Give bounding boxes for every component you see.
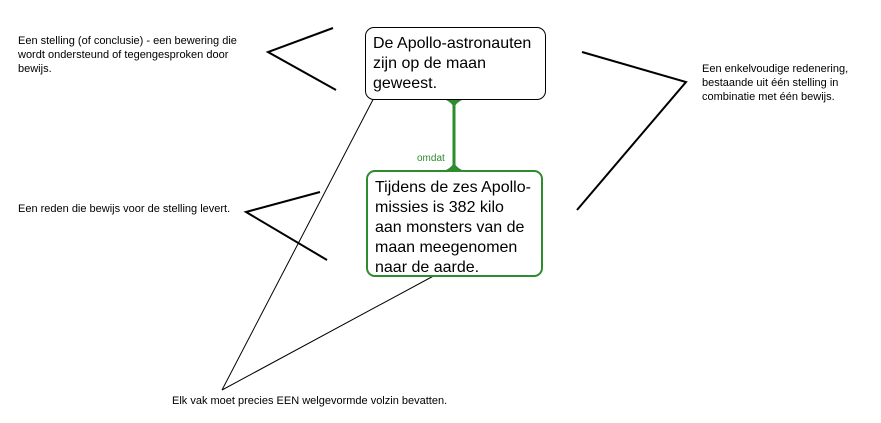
argument-annotation: Een enkelvoudige redenering, bestaande u… bbox=[702, 63, 849, 103]
connector-joint-bottom bbox=[446, 160, 462, 170]
bracket-claim bbox=[265, 27, 337, 91]
bracket-reason bbox=[243, 191, 328, 261]
rule-annotation: Elk vak moet precies EEN welgevormde vol… bbox=[172, 395, 448, 407]
claim-annotation: Een stelling (of conclusie) - een beweri… bbox=[18, 35, 237, 75]
connector-joint-top bbox=[446, 100, 462, 110]
connector-label: omdat bbox=[417, 153, 445, 164]
pointer-line-claim bbox=[221, 89, 379, 391]
bracket-argument bbox=[576, 51, 688, 211]
pointer-line-reason bbox=[221, 265, 453, 391]
reason-box[interactable]: Tijdens de zes Apollo-missies is 382 kil… bbox=[366, 170, 543, 277]
reason-annotation: Een reden die bewijs voor de stelling le… bbox=[18, 203, 231, 215]
claim-box[interactable]: De Apollo-astronauten zijn op de maan ge… bbox=[365, 27, 546, 100]
